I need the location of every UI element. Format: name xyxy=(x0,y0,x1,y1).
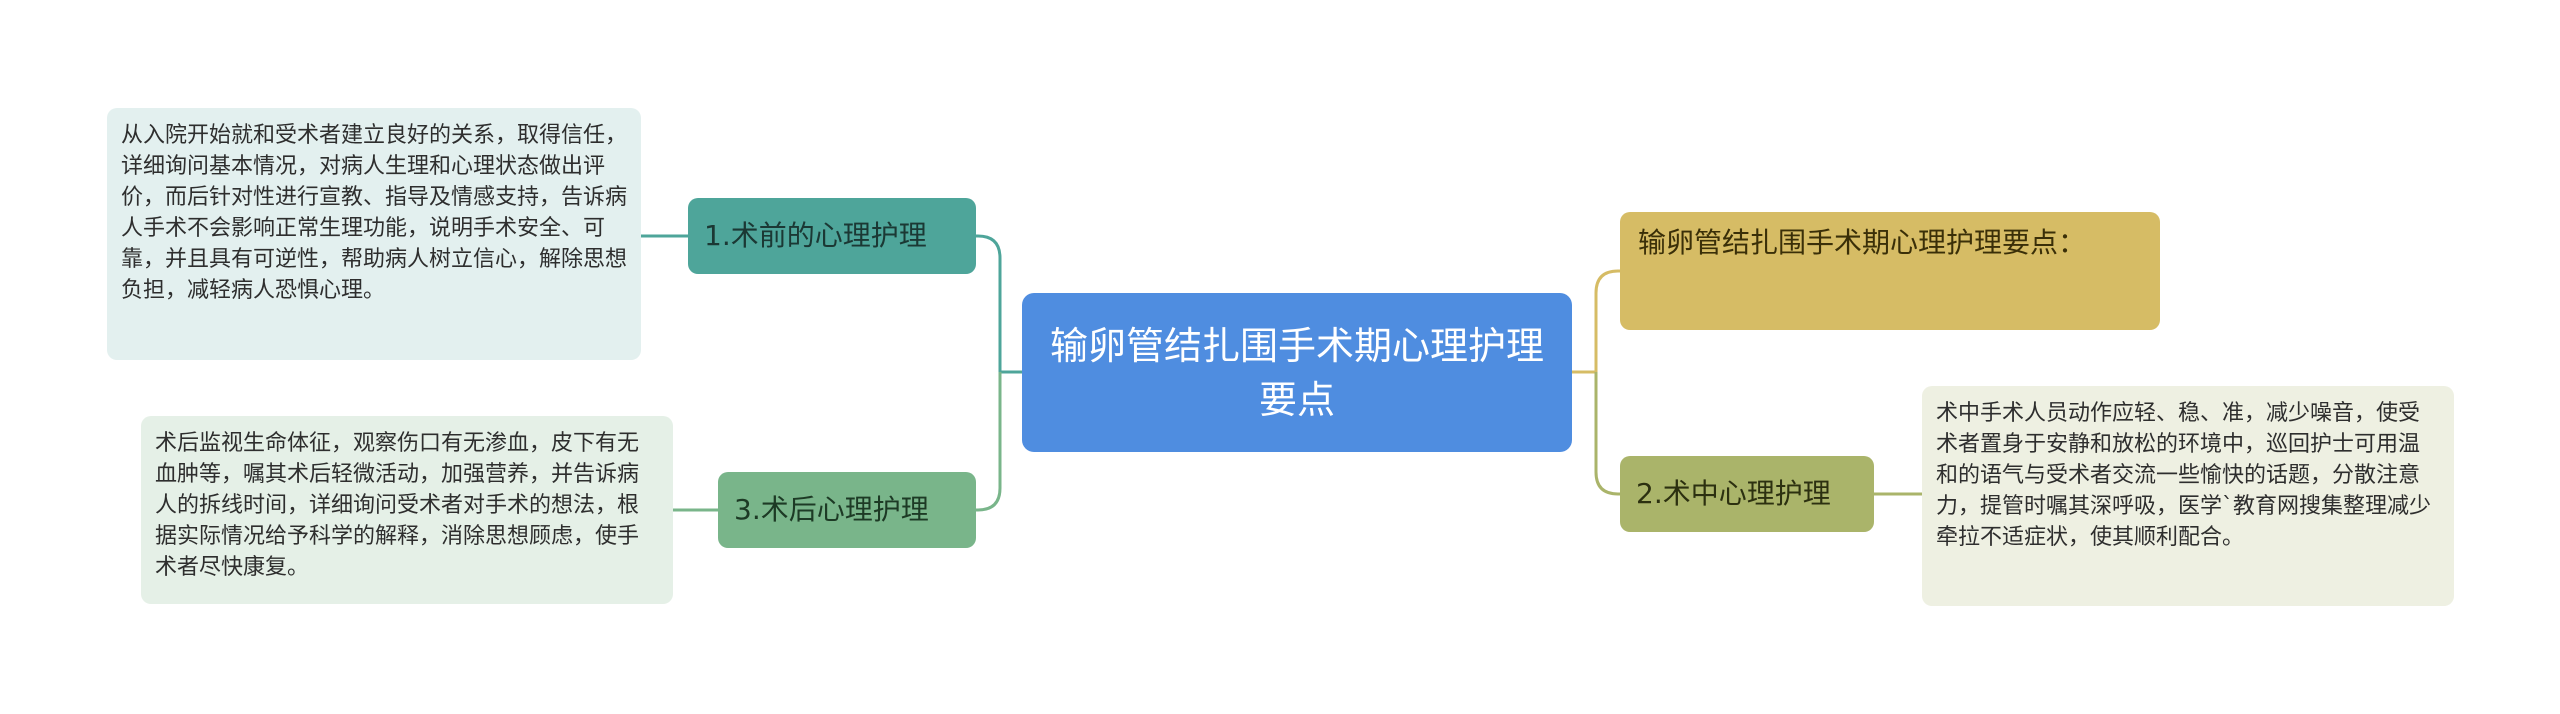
connector-trunk-to-postop xyxy=(976,372,1002,512)
branch-intraop[interactable]: 2.术中心理护理 xyxy=(1620,456,1874,532)
leaf-preop-detail[interactable]: 从入院开始就和受术者建立良好的关系，取得信任，详细询问基本情况，对病人生理和心理… xyxy=(107,108,641,360)
branch-summary[interactable]: 输卵管结扎围手术期心理护理要点： xyxy=(1620,212,2160,330)
branch-intraop-label: 2.术中心理护理 xyxy=(1636,477,1831,510)
leaf-intraop-detail[interactable]: 术中手术人员动作应轻、稳、准，减少噪音，使受术者置身于安静和放松的环境中，巡回护… xyxy=(1922,386,2454,606)
leaf-preop-detail-text: 从入院开始就和受术者建立良好的关系，取得信任，详细询问基本情况，对病人生理和心理… xyxy=(121,123,628,303)
central-topic[interactable]: 输卵管结扎围手术期心理护理要点 xyxy=(1022,293,1572,452)
leaf-postop-detail[interactable]: 术后监视生命体征，观察伤口有无渗血，皮下有无血肿等，嘱其术后轻微活动，加强营养，… xyxy=(141,416,673,604)
leaf-intraop-detail-text: 术中手术人员动作应轻、稳、准，减少噪音，使受术者置身于安静和放松的环境中，巡回护… xyxy=(1936,401,2432,550)
branch-postop[interactable]: 3.术后心理护理 xyxy=(718,472,976,548)
connector-trunk-to-intraop xyxy=(1594,372,1620,496)
branch-preop-label: 1.术前的心理护理 xyxy=(704,219,927,252)
branch-preop[interactable]: 1.术前的心理护理 xyxy=(688,198,976,274)
leaf-postop-detail-text: 术后监视生命体征，观察伤口有无渗血，皮下有无血肿等，嘱其术后轻微活动，加强营养，… xyxy=(155,431,640,580)
connector-trunk-to-preop xyxy=(976,234,1002,372)
branch-postop-label: 3.术后心理护理 xyxy=(734,493,929,526)
central-topic-label: 输卵管结扎围手术期心理护理要点 xyxy=(1049,323,1544,422)
connector-trunk-to-summary xyxy=(1594,269,1620,372)
branch-summary-label: 输卵管结扎围手术期心理护理要点： xyxy=(1638,226,2087,259)
